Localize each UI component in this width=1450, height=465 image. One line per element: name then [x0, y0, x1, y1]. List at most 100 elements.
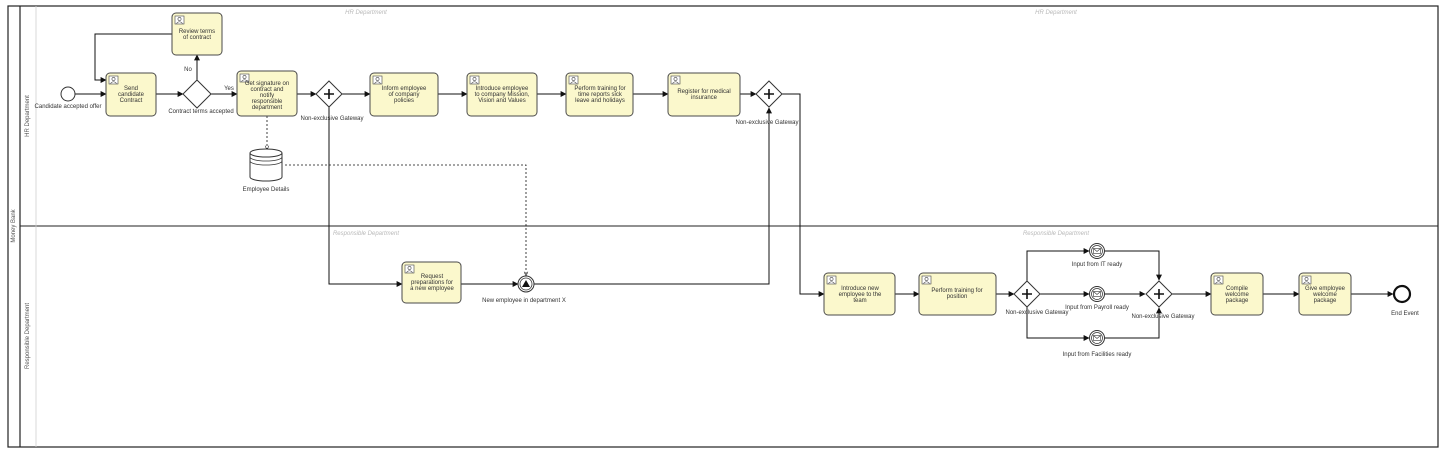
task-inform-policies-line2: of company — [388, 92, 419, 98]
task-send-contract-line1: Send — [124, 86, 138, 92]
plus-icon — [1154, 289, 1164, 299]
task-perform-training-hr-line3: leave and holidays — [575, 98, 625, 104]
task-request-prep-line3: a new employee — [410, 286, 454, 292]
task-get-signature-line4: responsible — [252, 99, 283, 105]
task-register-insurance-line1: Register for medical — [677, 89, 730, 95]
task-give-package[interactable]: Give employee welcome package — [1298, 272, 1352, 316]
data-store-label: Employee Details — [243, 187, 290, 193]
flow-ne2-to-introduce-team — [782, 93, 825, 297]
flow-it-to-ne4 — [1105, 250, 1162, 281]
task-give-package-line3: package — [1314, 298, 1337, 304]
task-introduce-mission-line3: Vision and Values — [478, 98, 525, 104]
plus-icon — [1022, 289, 1032, 299]
task-training-position-line1: Perform training for — [931, 288, 982, 294]
gateway-ne2[interactable] — [755, 80, 783, 108]
gateway-ne4[interactable] — [1145, 280, 1173, 308]
task-get-signature[interactable]: Get signature on contract and notify res… — [236, 70, 298, 117]
task-compile-package[interactable]: Compile welcome package — [1210, 272, 1264, 316]
intermediate-event-label: New employee in department X — [482, 298, 566, 304]
task-compile-package-line1: Compile — [1226, 286, 1249, 292]
end-event[interactable] — [1392, 284, 1412, 304]
gateway-ne1[interactable] — [315, 80, 343, 108]
task-inform-policies-line3: policies — [394, 98, 414, 104]
task-inform-policies-line1: Inform employee — [382, 86, 427, 92]
task-send-contract[interactable]: Send candidate Contract — [105, 72, 157, 117]
task-compile-package-line3: package — [1226, 298, 1249, 304]
flow-ne3-to-it — [1026, 248, 1090, 281]
task-get-signature-line2: contract and — [250, 87, 283, 93]
user-icon — [568, 75, 579, 85]
task-introduce-team-line2: employee to the — [839, 292, 882, 298]
envelope-icon — [1093, 248, 1101, 254]
edge-label-no: No — [184, 67, 192, 73]
task-training-position-line2: position — [947, 294, 968, 300]
flow-review-to-send — [94, 33, 172, 83]
gateway-ne3-label: Non-exclusive Gateway — [1005, 310, 1068, 316]
task-send-contract-line3: Contract — [120, 98, 143, 104]
task-perform-training-hr-line1: Perform training for — [574, 86, 625, 92]
envelope-icon — [1093, 335, 1101, 341]
message-event-payroll-label: Input from Payroll ready — [1065, 305, 1129, 311]
task-review-terms-line1: Review terms — [179, 29, 215, 35]
message-event-facilities-label: Input from Facilities ready — [1063, 352, 1132, 358]
lane-header-resp-right: Responsible Department — [1023, 231, 1089, 237]
user-icon — [108, 75, 119, 85]
signal-icon — [522, 280, 530, 287]
message-event-payroll[interactable] — [1089, 286, 1105, 302]
flow-ne3-to-facilities — [1026, 307, 1090, 341]
task-training-position[interactable]: Perform training for position — [918, 272, 997, 316]
task-register-insurance[interactable]: Register for medical insurance — [667, 72, 741, 117]
data-store-employee-details[interactable] — [249, 148, 283, 182]
end-event-label: End Event — [1391, 311, 1419, 317]
task-review-terms[interactable]: Review terms of contract — [171, 12, 223, 56]
message-event-it[interactable] — [1089, 243, 1105, 259]
task-give-package-line1: Give employee — [1305, 286, 1346, 292]
pool-label: Money Bank — [11, 208, 17, 242]
task-inform-policies[interactable]: Inform employee of company policies — [369, 72, 439, 117]
start-event[interactable] — [60, 86, 76, 102]
lane-label-hr: HR Department — [25, 95, 31, 137]
lane-header-hr-right: HR Department — [1035, 10, 1077, 16]
flow-facilities-to-ne4 — [1105, 307, 1162, 339]
lane-label-responsible: Responsible Department — [25, 303, 31, 369]
task-register-insurance-line2: insurance — [691, 95, 718, 101]
task-send-contract-line2: candidate — [118, 92, 145, 98]
start-event-label: Candidate accepted offer — [35, 104, 102, 110]
user-icon — [670, 75, 681, 85]
task-introduce-team[interactable]: Introduce new employee to the team — [823, 272, 896, 316]
user-icon — [469, 75, 480, 85]
gateway-ne4-label: Non-exclusive Gateway — [1131, 314, 1194, 320]
task-introduce-mission[interactable]: Introduce employee to company Mission, V… — [466, 72, 538, 117]
task-get-signature-line5: department — [252, 105, 283, 111]
message-event-facilities[interactable] — [1089, 330, 1105, 346]
user-icon — [174, 15, 185, 25]
edge-label-yes: Yes — [224, 86, 234, 92]
task-perform-training-hr-line2: time reports sick — [578, 92, 623, 98]
intermediate-event[interactable] — [517, 275, 535, 293]
plus-icon — [324, 89, 334, 99]
envelope-icon — [1093, 291, 1101, 297]
gateway-ne3[interactable] — [1013, 280, 1041, 308]
task-get-signature-line3: notify — [260, 93, 274, 99]
task-introduce-team-line1: Introduce new — [841, 286, 879, 292]
task-request-preparations[interactable]: Request preparations for a new employee — [401, 261, 462, 304]
task-introduce-mission-line1: Introduce employee — [476, 86, 529, 92]
task-perform-training-hr[interactable]: Perform training for time reports sick l… — [565, 72, 634, 117]
gateway-contract-accepted[interactable] — [182, 79, 212, 109]
flow-event-to-ne2 — [534, 107, 772, 285]
task-introduce-team-line3: team — [853, 298, 866, 304]
lane-header-resp-left: Responsible Department — [333, 231, 399, 237]
user-icon — [1301, 275, 1312, 285]
user-icon — [1213, 275, 1224, 285]
flow-ne1-to-request — [328, 107, 403, 287]
gateway-contract-accepted-label: Contract terms accepted — [168, 109, 233, 115]
user-icon — [921, 275, 932, 285]
task-introduce-mission-line2: to company Mission, — [475, 92, 530, 98]
sequence-flows — [75, 33, 1394, 341]
gateway-ne1-label: Non-exclusive Gateway — [300, 116, 363, 122]
lane-header-hr-left: HR Department — [345, 10, 387, 16]
user-icon — [404, 264, 415, 274]
assoc-store-to-event — [285, 164, 526, 276]
task-give-package-line2: welcome — [1312, 292, 1337, 298]
